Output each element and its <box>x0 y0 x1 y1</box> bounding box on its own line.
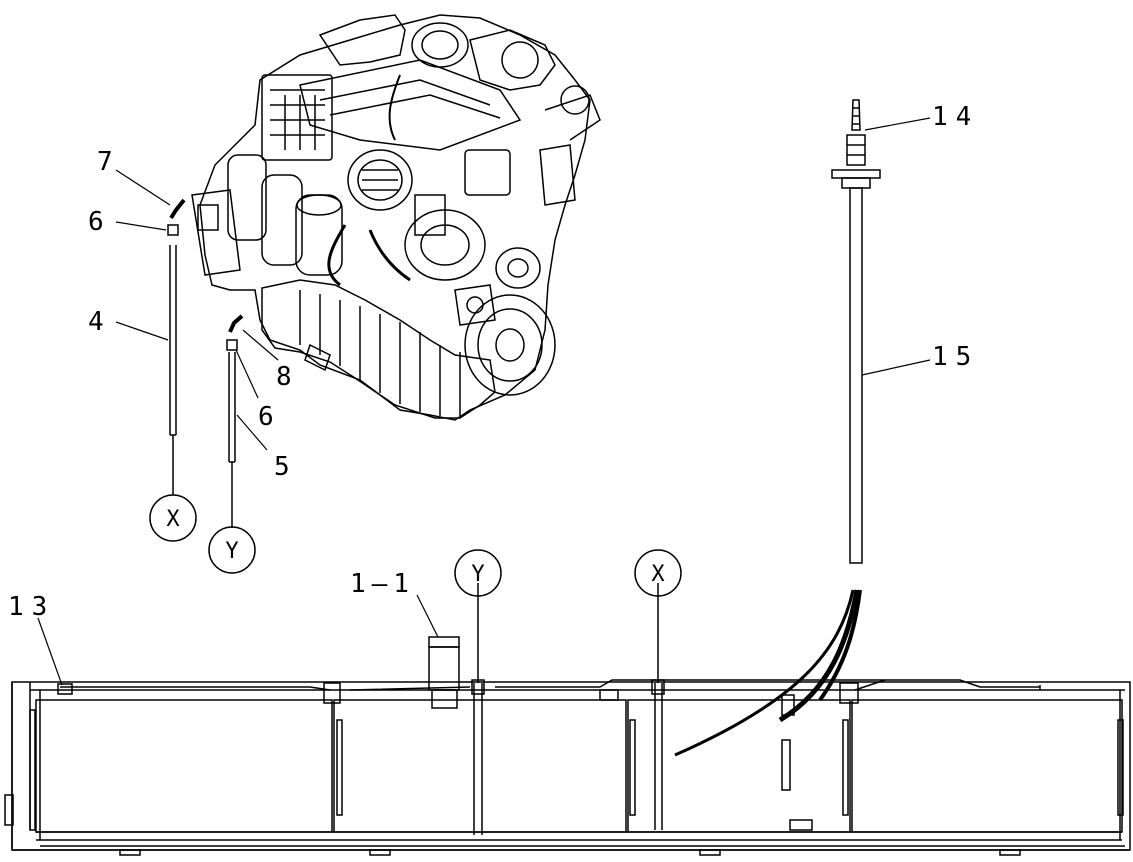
callout-13: 13 <box>8 592 55 622</box>
tube-4 <box>169 245 177 495</box>
connector-y-upper-label: Y <box>225 539 238 564</box>
fitting-14 <box>831 99 881 189</box>
callout-4: 4 <box>88 307 104 337</box>
engine-assembly <box>191 14 601 421</box>
hose-curve <box>674 589 862 757</box>
elbow-7 <box>169 198 186 220</box>
tube-5 <box>228 352 236 528</box>
tank-frame <box>4 679 1131 856</box>
callout-8: 8 <box>276 362 292 392</box>
callout-6-lower: 6 <box>258 402 274 432</box>
connector-x-upper-circle <box>149 494 197 542</box>
tank-pipe-y <box>471 583 485 835</box>
tank-pipe-x <box>651 583 665 830</box>
callout-6-upper: 6 <box>88 207 104 237</box>
callout-7: 7 <box>97 147 113 177</box>
fitting-6-lower <box>226 339 238 351</box>
connector-y-lower-label: Y <box>471 562 484 587</box>
connector-x-upper-label: X <box>166 507 180 532</box>
connector-x-lower-circle <box>634 549 682 597</box>
leader-lines <box>37 117 931 686</box>
connector-y-upper-circle <box>208 526 256 574</box>
connector-x-lower-label: X <box>651 562 665 587</box>
elbow-8 <box>228 314 244 333</box>
callout-14: 14 <box>932 102 979 132</box>
fitting-6-upper <box>167 224 179 236</box>
callout-5: 5 <box>274 452 290 482</box>
filler-neck-1-1 <box>428 636 460 709</box>
callout-1-1: 1–1 <box>350 569 415 599</box>
pipe-15 <box>849 187 863 564</box>
connector-y-lower-circle <box>454 549 502 597</box>
fitting-13 <box>57 683 73 695</box>
callout-15: 15 <box>932 342 979 372</box>
